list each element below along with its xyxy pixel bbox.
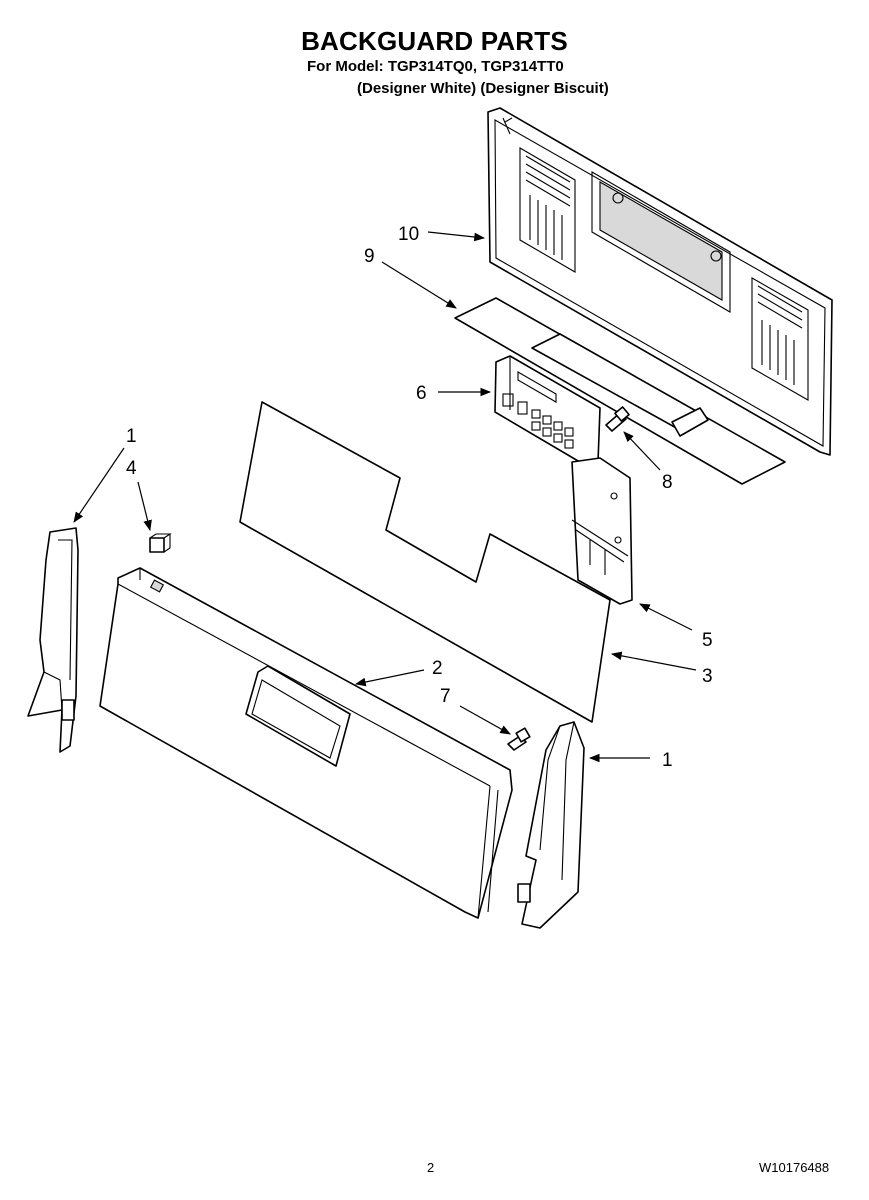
callout-10: 10 [398, 224, 419, 245]
leader-lines [73, 231, 697, 763]
model-line: For Model: TGP314TQ0, TGP314TT0 [307, 58, 564, 75]
clock-bracket [531, 333, 709, 437]
callout-4: 4 [126, 458, 137, 479]
callout-5: 5 [702, 630, 713, 651]
screw-7-part [507, 727, 531, 751]
screw-8-part [605, 406, 630, 432]
end-cap-right-part [517, 721, 585, 929]
document-code: W10176488 [759, 1160, 830, 1175]
switch-part [149, 533, 172, 553]
callout-7: 7 [440, 686, 451, 707]
mounting-bracket-part [571, 457, 633, 605]
end-cap-left-part [27, 527, 79, 753]
callout-9: 9 [364, 246, 375, 267]
backguard-housing-part [99, 567, 513, 919]
callout-3: 3 [702, 666, 713, 687]
callout-1-right: 1 [662, 750, 673, 771]
color-line: (Designer White) (Designer Biscuit) [357, 80, 609, 97]
callout-6: 6 [416, 383, 427, 404]
page-number: 2 [427, 1160, 435, 1175]
callout-2: 2 [432, 658, 443, 679]
callout-8: 8 [662, 472, 673, 493]
callout-1-left: 1 [126, 426, 137, 447]
rear-panel-part [487, 107, 833, 456]
diagram-title: BACKGUARD PARTS [301, 26, 568, 56]
